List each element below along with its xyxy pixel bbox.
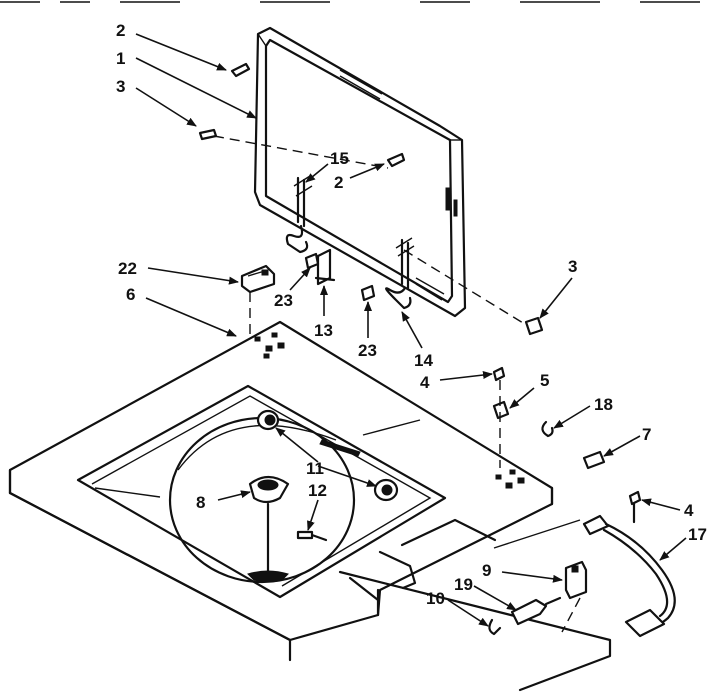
callout-15: 15 (330, 149, 349, 168)
hinge-clip (314, 248, 336, 286)
screw-4-left (492, 366, 510, 468)
drain-knob (247, 475, 290, 583)
wire-harness (582, 514, 676, 638)
worktop-panel (8, 320, 612, 692)
screw-4-right (628, 490, 642, 524)
alignment-lines (213, 135, 581, 633)
callout-13: 13 (314, 321, 333, 340)
callout-22: 22 (118, 259, 137, 278)
callout-3-left: 3 (116, 77, 125, 96)
callout-4-right: 4 (684, 501, 694, 520)
callout-23-right: 23 (358, 341, 377, 360)
clip-18 (541, 420, 554, 438)
fastener-12 (296, 530, 328, 542)
callout-1: 1 (116, 49, 125, 68)
hinge-left (285, 175, 313, 254)
hinge-pads (304, 252, 376, 302)
callout-18: 18 (594, 395, 613, 414)
lid-switch-bracket (240, 264, 276, 294)
part-7 (582, 450, 606, 470)
callout-2-top: 2 (116, 21, 125, 40)
callout-7: 7 (642, 425, 651, 444)
leader-lines (135, 33, 687, 627)
callout-labels: 2 1 3 15 2 22 6 23 13 23 14 3 4 5 18 7 1… (116, 21, 707, 608)
callout-5: 5 (540, 371, 549, 390)
callout-23-left: 23 (274, 291, 293, 310)
callout-19: 19 (454, 575, 473, 594)
callout-9: 9 (482, 561, 491, 580)
lid-frame (253, 26, 467, 318)
callout-4-left: 4 (420, 373, 430, 392)
callout-14: 14 (414, 351, 433, 370)
callout-8: 8 (196, 493, 205, 512)
tub-ring-caps (256, 409, 399, 502)
callout-10: 10 (426, 589, 445, 608)
callout-12: 12 (308, 481, 327, 500)
callout-2-mid: 2 (334, 173, 343, 192)
hinge-right (385, 237, 415, 310)
lid-switch (564, 560, 588, 600)
callout-11: 11 (306, 459, 324, 478)
callout-3-right: 3 (568, 257, 577, 276)
clip-10 (488, 618, 502, 636)
switch-plunger (510, 596, 562, 626)
callout-6: 6 (126, 285, 135, 304)
callout-17: 17 (688, 525, 707, 544)
